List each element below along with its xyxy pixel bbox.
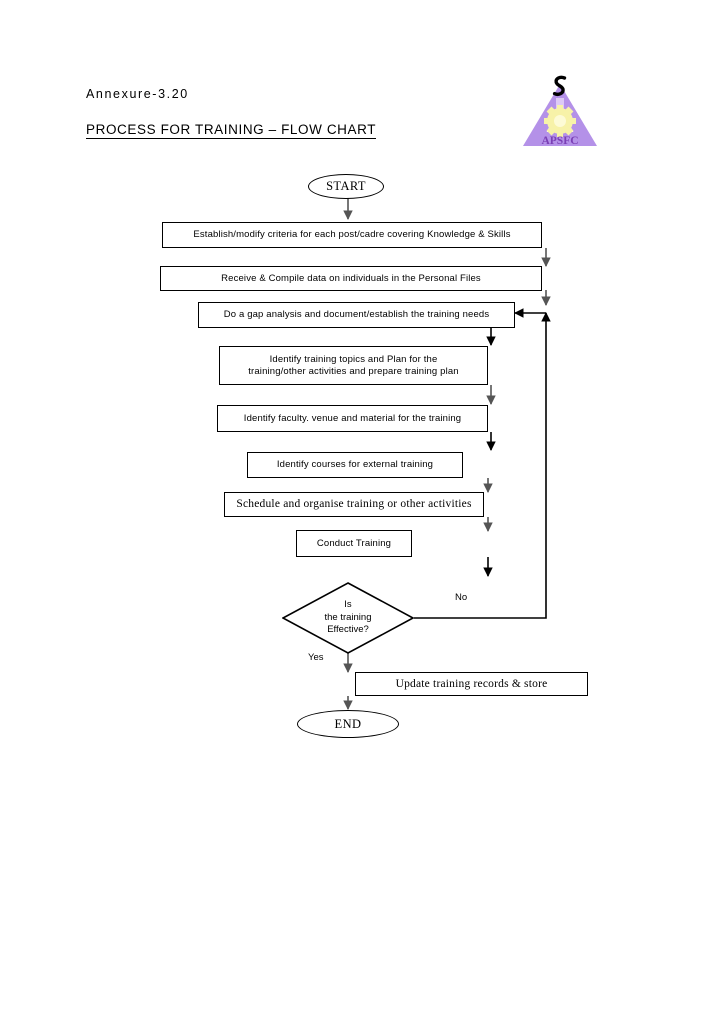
node-schedule-organise[interactable]: Schedule and organise training or other … xyxy=(224,492,484,517)
node-identify-topics-line1: Identify training topics and Plan for th… xyxy=(269,353,438,365)
node-gap-analysis[interactable]: Do a gap analysis and document/establish… xyxy=(198,302,515,328)
apsfc-logo: APSFC xyxy=(519,74,601,150)
node-identify-topics-line2: training/other activities and prepare tr… xyxy=(248,365,459,377)
decision-diamond-shape xyxy=(281,582,415,654)
node-identify-topics[interactable]: Identify training topics and Plan for th… xyxy=(219,346,488,385)
apsfc-logo-graphic: APSFC xyxy=(523,75,597,147)
node-decision-training-effective[interactable]: Is the training Effective? xyxy=(281,582,415,654)
annexure-label: Annexure-3.20 xyxy=(86,87,189,101)
node-conduct-training[interactable]: Conduct Training xyxy=(296,530,412,557)
edge-label-yes: Yes xyxy=(308,652,324,663)
logo-triangle-crossbar xyxy=(536,132,584,146)
edge-label-no: No xyxy=(455,592,468,603)
node-end[interactable]: END xyxy=(297,710,399,738)
logo-gear-icon xyxy=(544,105,576,137)
node-receive-compile-data[interactable]: Receive & Compile data on individuals in… xyxy=(160,266,542,291)
node-establish-criteria[interactable]: Establish/modify criteria for each post/… xyxy=(162,222,542,248)
logo-swirl-icon xyxy=(552,75,567,96)
node-identify-external-courses[interactable]: Identify courses for external training xyxy=(247,452,463,478)
page-title: PROCESS FOR TRAINING – FLOW CHART xyxy=(86,122,377,139)
node-start[interactable]: START xyxy=(308,174,384,199)
node-update-records[interactable]: Update training records & store xyxy=(355,672,588,696)
logo-triangle-outer xyxy=(523,84,597,146)
logo-text: APSFC xyxy=(541,135,578,147)
node-identify-faculty[interactable]: Identify faculty. venue and material for… xyxy=(217,405,488,432)
